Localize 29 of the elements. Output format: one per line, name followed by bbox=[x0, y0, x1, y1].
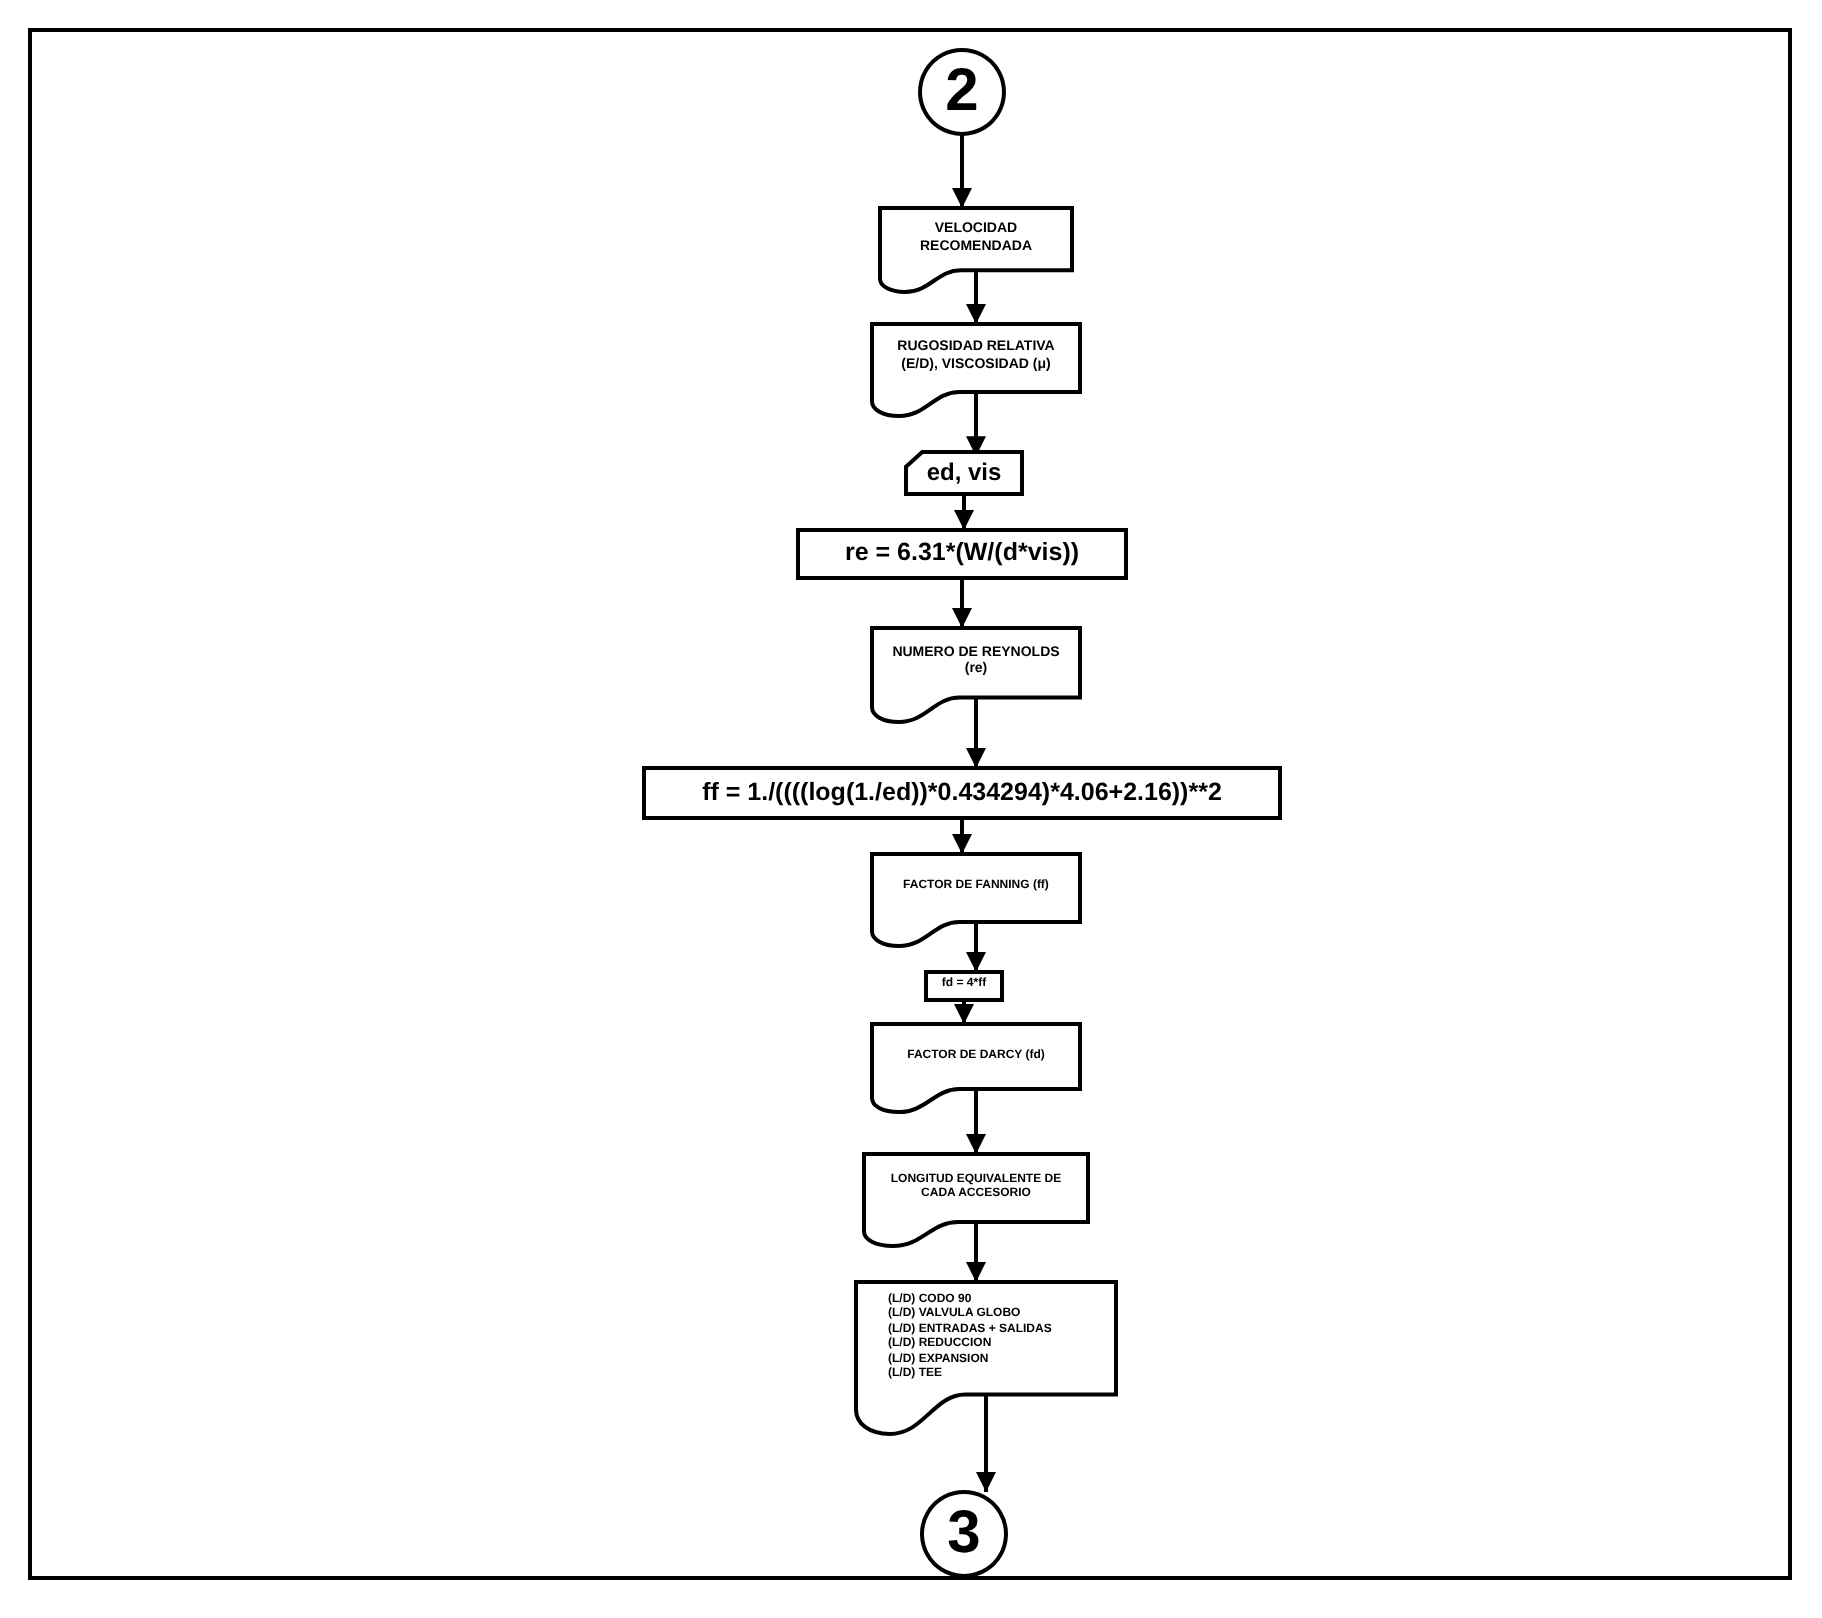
process-box bbox=[644, 768, 1280, 818]
document-shape bbox=[872, 628, 1080, 722]
arrow bbox=[952, 578, 972, 628]
arrow bbox=[952, 134, 972, 208]
connector-number: 2 bbox=[945, 62, 979, 122]
manual-input-shape bbox=[906, 452, 1022, 494]
connector-circle bbox=[920, 50, 1004, 134]
connector-circle bbox=[922, 1492, 1006, 1576]
document-shape bbox=[880, 208, 1072, 292]
arrow bbox=[966, 270, 986, 324]
arrow bbox=[966, 697, 986, 768]
formula-text: re = 6.31*(W/(d*vis)) bbox=[844, 538, 1080, 570]
document-shape bbox=[872, 324, 1080, 416]
arrow bbox=[976, 1394, 996, 1492]
arrow bbox=[952, 818, 972, 854]
arrow bbox=[966, 1089, 986, 1154]
arrow bbox=[954, 1000, 974, 1024]
arrow bbox=[954, 494, 974, 530]
document-shape bbox=[856, 1282, 1116, 1434]
connector-number: 3 bbox=[947, 1504, 981, 1564]
document-shape bbox=[864, 1154, 1088, 1246]
step-label: ed, vis bbox=[926, 458, 1002, 488]
formula-text: ff = 1./((((log(1./ed))*0.434294)*4.06+2.16))**2 bbox=[702, 777, 1222, 809]
arrow bbox=[966, 922, 986, 972]
document-shape bbox=[872, 1024, 1080, 1112]
process-box bbox=[926, 972, 1002, 1000]
arrow bbox=[966, 1222, 986, 1282]
process-box bbox=[798, 530, 1126, 578]
document-shape bbox=[872, 854, 1080, 946]
